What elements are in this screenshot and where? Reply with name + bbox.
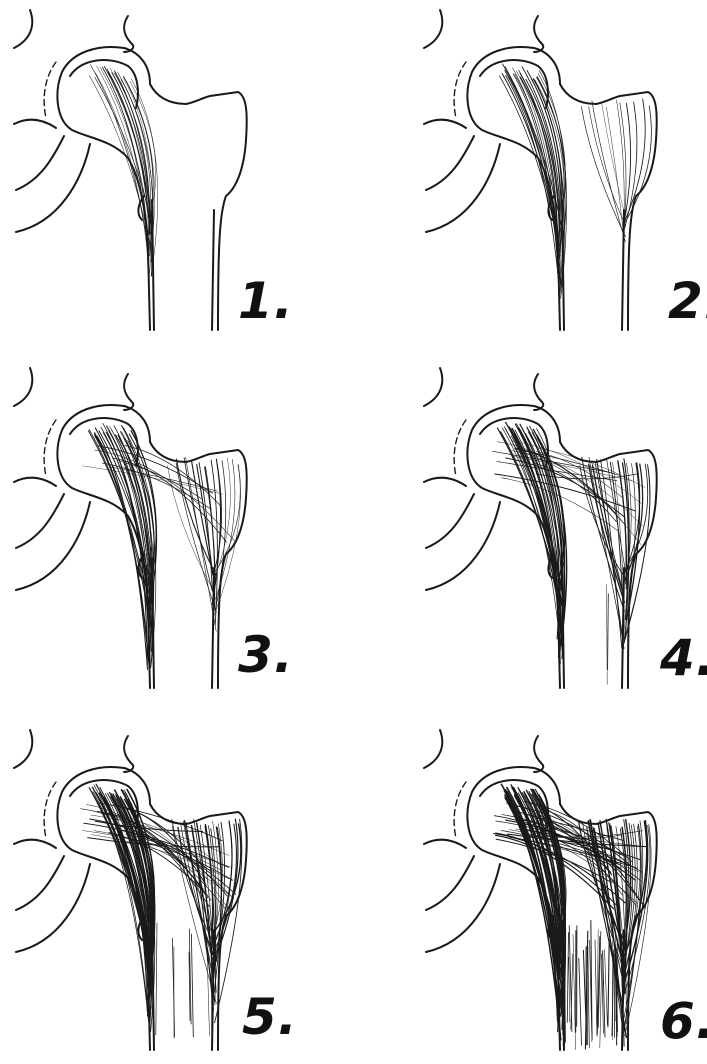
acetabulum-rim-line: [534, 736, 543, 772]
shaft-trabecula: [607, 585, 608, 685]
stage-4-panel: 4.: [410, 358, 707, 698]
stage-4-label: 4.: [660, 633, 707, 683]
shaft-trabecula: [605, 950, 608, 1025]
shaft-trabecula: [569, 957, 570, 1022]
lateral-trabecular-fan: [580, 457, 650, 648]
lateral-trabecula: [184, 458, 212, 591]
lateral-trabecular-fan: [581, 99, 651, 242]
stage-5-label: 5.: [242, 992, 298, 1042]
joint-capsule-line: [44, 782, 56, 838]
joint-capsule-line: [454, 420, 466, 476]
lateral-trabecula: [192, 461, 214, 576]
ischium-lines: [424, 840, 500, 952]
stage-2-panel: 2.: [410, 0, 707, 340]
shaft-trabecula: [573, 934, 576, 1049]
acetabulum-rim-line: [534, 16, 543, 52]
stage-6-panel: 6.: [410, 720, 707, 1060]
stage-1-label: 1.: [238, 276, 294, 326]
ischium-lines: [14, 120, 90, 232]
medial-trabecular-fan: [89, 784, 154, 1039]
ischium-lines: [14, 840, 90, 952]
ischium-lines: [424, 120, 500, 232]
stage-2-label: 2.: [668, 276, 707, 326]
lateral-trabecular-fan: [172, 819, 242, 1023]
lateral-trabecula: [624, 106, 652, 225]
shaft-trabecula: [172, 938, 174, 1037]
ischium-lines: [14, 478, 90, 590]
pelvis-upper-line: [424, 10, 442, 48]
shaft-trabecula: [156, 923, 157, 1035]
lateral-trabecula: [199, 463, 212, 590]
pelvis-upper-line: [424, 730, 442, 768]
joint-capsule-line: [44, 420, 56, 476]
medial-trabecula: [501, 432, 558, 601]
lateral-trabecula: [581, 107, 625, 237]
stage-1-panel: 1.: [0, 0, 320, 340]
medial-trabecular-fan: [499, 64, 566, 299]
joint-capsule-line: [44, 62, 56, 118]
shaft-trabecular-fill: [562, 920, 624, 1049]
pelvis-upper-line: [424, 368, 442, 406]
shaft-trabecula: [579, 958, 582, 1045]
acetabulum-rim-line: [124, 16, 133, 52]
shaft-trabecular-fill: [156, 923, 212, 1038]
stage-3-panel: 3.: [0, 358, 320, 698]
acetabulum-rim-line: [124, 374, 133, 410]
pelvis-upper-line: [14, 730, 32, 768]
stage-6-label: 6.: [660, 996, 707, 1046]
lateral-trabecula: [589, 107, 626, 227]
lateral-trabecula: [582, 457, 625, 611]
shaft-cortex-lines: [562, 200, 624, 330]
shaft-trabecular-fill: [607, 585, 609, 685]
shaft-trabecula: [191, 934, 193, 1037]
shaft-cortex-lines: [152, 200, 214, 330]
shaft-trabecula: [608, 940, 609, 1027]
acetabulum-rim-line: [124, 736, 133, 772]
shaft-trabecula: [608, 594, 609, 670]
joint-capsule-line: [454, 62, 466, 118]
stage-3-label: 3.: [238, 630, 294, 680]
shaft-trabecula: [567, 933, 568, 1023]
pelvis-upper-line: [14, 368, 32, 406]
acetabulum-rim-line: [534, 374, 543, 410]
lateral-trabecula: [186, 457, 217, 631]
pelvis-upper-line: [14, 10, 32, 48]
joint-capsule-line: [454, 782, 466, 838]
lateral-trabecula: [595, 461, 623, 590]
stage-5-panel: 5.: [0, 720, 320, 1060]
shaft-trabecula: [595, 940, 597, 1036]
medial-trabecula: [97, 66, 151, 252]
ischium-lines: [424, 478, 500, 590]
stage-2-femur-drawing: [410, 0, 707, 340]
shaft-trabecula: [588, 947, 590, 1048]
